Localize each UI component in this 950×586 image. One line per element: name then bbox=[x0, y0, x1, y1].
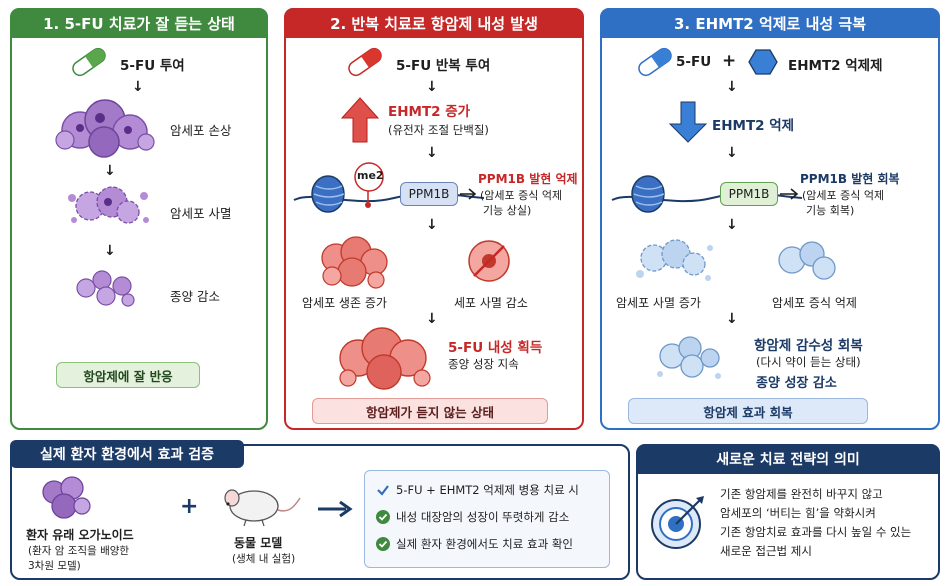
p2-footer: 항암제가 듣지 않는 상태 bbox=[312, 398, 548, 424]
capsule-icon bbox=[348, 47, 382, 77]
right-arrow-icon bbox=[318, 500, 353, 518]
p3-sensitivity: 항암제 감수성 회복 bbox=[754, 338, 863, 354]
validation-organoid: 환자 유래 오가노이드 bbox=[26, 528, 134, 542]
damaged-cell-cluster bbox=[55, 99, 155, 158]
p2-growth: 종양 성장 지속 bbox=[448, 357, 519, 371]
p2-arrow-1: ↓ bbox=[426, 79, 438, 95]
meaning-line-2: 암세포의 ‘버티는 힘’을 약화시켜 bbox=[720, 506, 876, 520]
p2-arrow-4: ↓ bbox=[426, 311, 438, 327]
capsule-icon bbox=[638, 47, 672, 77]
p2-ppm1b-desc1: (암세포 증식 억제 bbox=[480, 189, 563, 202]
mouse-icon bbox=[224, 489, 301, 527]
panel-sensitive-title: 1. 5-FU 치료가 잘 듣는 상태 bbox=[10, 8, 268, 38]
inhibitor-icon bbox=[748, 49, 778, 75]
me2-badge bbox=[354, 162, 384, 192]
p2-survival-up: 암세포 생존 증가 bbox=[302, 296, 387, 310]
p2-arrow-3: ↓ bbox=[426, 217, 438, 233]
p3-arrow-1: ↓ bbox=[726, 79, 738, 95]
p3-ppm1b-desc2: 기능 회복) bbox=[806, 204, 855, 217]
p3-drug2: EHMT2 억제제 bbox=[788, 58, 883, 74]
p2-ehmt2-up: EHMT2 증가 bbox=[388, 104, 471, 120]
p2-resistance: 5-FU 내성 획득 bbox=[448, 340, 543, 356]
p1-step4: 종양 감소 bbox=[170, 289, 220, 304]
growing-cell-cluster bbox=[321, 236, 388, 289]
p1-step1: 5-FU 투여 bbox=[120, 58, 185, 74]
large-tumor-cluster bbox=[339, 327, 431, 390]
p3-ppm1b-desc1: (암세포 증식 억제 bbox=[802, 189, 885, 202]
p2-ppm1b-box: PPM1B bbox=[400, 182, 458, 206]
down-arrow-icon bbox=[668, 101, 708, 143]
meaning-line-4: 새로운 접근법 제시 bbox=[720, 544, 812, 558]
validation-title: 실제 환자 환경에서 효과 검증 bbox=[10, 440, 244, 468]
p1-step3: 암세포 사멸 bbox=[170, 206, 232, 221]
p1-arrow-2: ↓ bbox=[104, 163, 116, 179]
p1-footer: 항암제에 잘 반응 bbox=[56, 362, 200, 388]
validation-result-1: 5-FU + EHMT2 억제제 병용 치료 시 bbox=[396, 483, 579, 497]
p3-ppm1b-box: PPM1B bbox=[720, 182, 778, 206]
validation-organoid-desc2: 3차원 모델) bbox=[28, 560, 81, 572]
p3-ehmt2-down: EHMT2 억제 bbox=[712, 118, 795, 134]
check-circle-icon bbox=[376, 537, 390, 551]
p3-drug1: 5-FU bbox=[676, 54, 712, 70]
p3-arrow-3: ↓ bbox=[726, 217, 738, 233]
meaning-line-1: 기존 항암제를 완전히 바꾸지 않고 bbox=[720, 487, 883, 501]
p2-step1: 5-FU 반복 투여 bbox=[396, 58, 491, 74]
p3-arrow-2: ↓ bbox=[726, 145, 738, 161]
p2-death-down: 세포 사멸 감소 bbox=[454, 296, 528, 310]
p3-arrow-4: ↓ bbox=[726, 311, 738, 327]
capsule-icon bbox=[72, 47, 106, 77]
validation-organoid-desc1: (환자 암 조직을 배양한 bbox=[28, 545, 130, 557]
p3-tumor-down: 종양 성장 감소 bbox=[756, 376, 837, 391]
dying-cell-cluster bbox=[68, 186, 149, 224]
dying-cell-cluster bbox=[636, 239, 713, 281]
p2-ppm1b-desc2: 기능 상실) bbox=[483, 204, 532, 217]
p1-arrow-1: ↓ bbox=[132, 79, 144, 95]
meaning-line-3: 기존 항암치료 효과를 다시 높일 수 있는 bbox=[720, 525, 912, 539]
p1-step2: 암세포 손상 bbox=[170, 123, 232, 138]
blocked-cell-icon bbox=[468, 240, 510, 282]
validation-animal-desc: (생체 내 실험) bbox=[232, 553, 296, 565]
right-arrow-icon bbox=[460, 188, 477, 200]
validation-animal: 동물 모델 bbox=[234, 536, 283, 550]
p3-death-up: 암세포 사멸 증가 bbox=[616, 296, 701, 310]
meaning-title: 새로운 치료 전략의 의미 bbox=[636, 444, 940, 474]
target-icon bbox=[651, 496, 704, 549]
p2-ppm1b-effect: PPM1B 발현 억제 bbox=[478, 172, 578, 186]
p2-me2: me2 bbox=[357, 169, 384, 182]
p3-prolif-down: 암세포 증식 억제 bbox=[772, 296, 857, 310]
p2-ehmt2-desc: (유전자 조절 단백질) bbox=[388, 123, 489, 137]
panel-resistance-title: 2. 반복 치료로 항암제 내성 발생 bbox=[284, 8, 584, 38]
panel-resistance: 2. 반복 치료로 항암제 내성 발생 bbox=[284, 8, 584, 430]
suppressed-cell-cluster bbox=[778, 241, 836, 280]
check-circle-icon bbox=[376, 510, 390, 524]
histone-dna-icon bbox=[611, 175, 803, 213]
validation-plus: + bbox=[180, 494, 199, 519]
small-tumor-cluster bbox=[76, 270, 135, 307]
validation-result-3: 실제 환자 환경에서도 치료 효과 확인 bbox=[396, 537, 573, 551]
validation-results-box bbox=[364, 470, 610, 568]
p3-footer: 항암제 효과 회복 bbox=[628, 398, 868, 424]
recovered-cell-cluster bbox=[657, 336, 721, 379]
panel-overcome-title: 3. EHMT2 억제로 내성 극복 bbox=[600, 8, 940, 38]
p3-ppm1b-effect: PPM1B 발현 회복 bbox=[800, 172, 900, 186]
organoid-icon bbox=[42, 476, 91, 519]
p1-arrow-3: ↓ bbox=[104, 243, 116, 259]
right-arrow-icon bbox=[780, 188, 799, 200]
panel-overcome: 3. EHMT2 억제로 내성 극복 bbox=[600, 8, 940, 430]
check-icon bbox=[377, 485, 389, 496]
panel-sensitive: 1. 5-FU 치료가 잘 듣는 상태 bbox=[10, 8, 268, 430]
p3-plus: + bbox=[722, 51, 737, 71]
validation-result-2: 내성 대장암의 성장이 뚜렷하게 감소 bbox=[396, 510, 570, 524]
p3-sensitivity-desc: (다시 약이 듣는 상태) bbox=[756, 355, 861, 369]
p2-arrow-2: ↓ bbox=[426, 145, 438, 161]
up-arrow-icon bbox=[340, 97, 380, 143]
